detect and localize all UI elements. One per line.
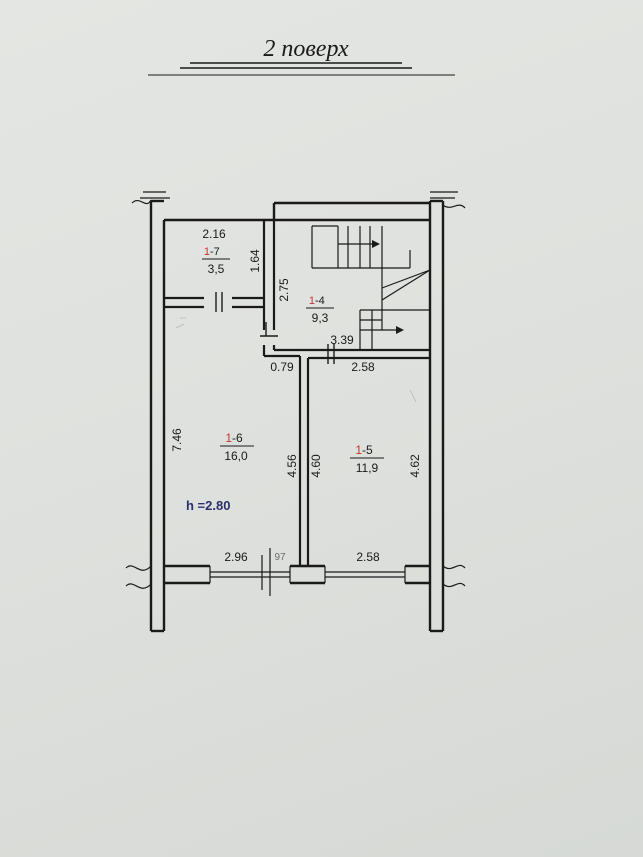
dim-4-62: 4.62	[408, 454, 422, 478]
dim-2-96: 2.96	[224, 550, 248, 564]
faint-marks	[175, 317, 417, 403]
stair-arrow-lower	[396, 326, 404, 334]
dim-0-79: 0.79	[270, 360, 294, 374]
room-1-4-area: 9,3	[312, 311, 329, 325]
dim-4-60: 4.60	[309, 454, 323, 478]
dim-2-75: 2.75	[277, 278, 291, 302]
window-right	[324, 566, 406, 583]
dim-1-64: 1.64	[248, 249, 262, 273]
dim-97: 97	[274, 552, 286, 563]
dim-2-58-bottom: 2.58	[356, 550, 380, 564]
interior-walls	[164, 220, 430, 568]
room-1-6-prefix: 1	[225, 431, 232, 445]
room-1-5-code: -5	[362, 443, 373, 457]
room-1-4-prefix: 1	[309, 295, 315, 307]
room-1-7-code: -7	[210, 246, 220, 258]
room-1-5-prefix: 1	[355, 443, 362, 457]
room-1-7-area: 3,5	[208, 262, 225, 276]
room-1-7-prefix: 1	[204, 246, 210, 258]
sheet-title: 2 поверх	[263, 36, 349, 62]
staircase	[311, 225, 431, 350]
window-left	[209, 548, 291, 596]
dim-7-46: 7.46	[170, 428, 184, 452]
dim-2-16: 2.16	[202, 227, 226, 241]
dim-3-39: 3.39	[330, 333, 354, 347]
stair-arrow	[372, 240, 380, 248]
room-1-6-code: -6	[232, 431, 243, 445]
dim-4-56: 4.56	[285, 454, 299, 478]
door-marks	[215, 292, 335, 364]
room-1-5-area: 11,9	[356, 461, 379, 475]
height-note: h =2.80	[186, 498, 230, 513]
dim-2-58-top: 2.58	[351, 360, 375, 374]
room-1-4-code: -4	[315, 295, 325, 307]
wall-break-marks	[125, 191, 466, 589]
room-1-6-area: 16,0	[224, 449, 248, 463]
outer-walls	[149, 199, 445, 633]
